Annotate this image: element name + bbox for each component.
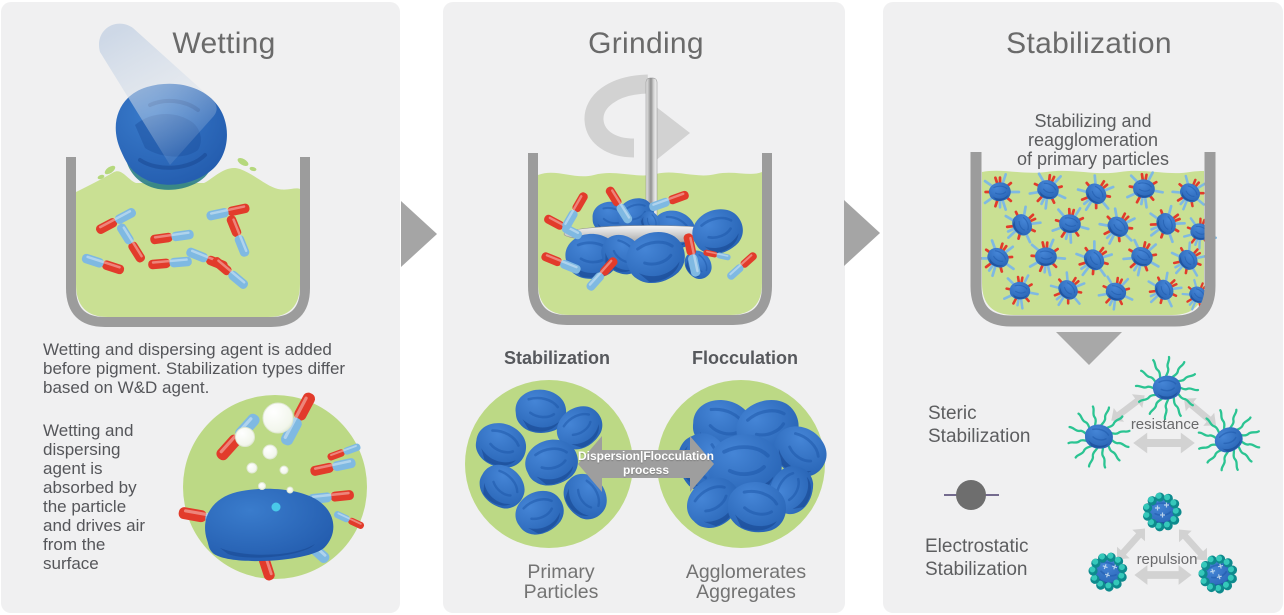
wetting-paragraph-2: Wetting and dispersing agent is absorbed… [43,421,146,573]
panel-arrow-2-icon [844,200,880,266]
primary-particles-caption: Primary Particles [523,561,599,603]
panel-stabilization [883,2,1283,613]
stabilization-circle-label: Stabilization [503,348,611,368]
process-arrow-label: Dispersion|Flocculation process [577,449,715,477]
electrostatic-stabilization-label: Electrostatic Stabilization [925,536,1029,580]
stabilization-title: Stabilization [1006,27,1172,60]
flocculation-circle-label: Flocculation [691,348,799,368]
agglomerates-caption: Agglomerates Aggregates [685,561,807,603]
wetting-paragraph-1: Wetting and dispersing agent is added be… [43,340,346,397]
resistance-annotation: resistance [1130,416,1200,433]
stabilization-subtitle: Stabilizing and reagglomeration of prima… [1016,111,1170,169]
panel-grinding [443,2,845,613]
repulsion-annotation: repulsion [1136,551,1198,568]
wetting-title: Wetting [172,27,276,60]
grinding-title: Grinding [588,27,704,60]
panel-arrow-1-icon [401,201,437,267]
steric-stabilization-label: Steric Stabilization [928,403,1031,447]
